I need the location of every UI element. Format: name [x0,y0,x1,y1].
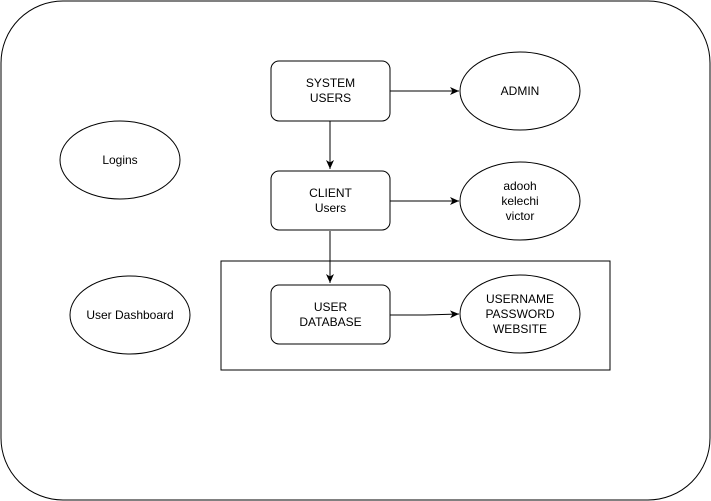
credentials-ellipse[interactable] [459,274,581,354]
system-users-line-1: SYSTEM [305,76,356,90]
user-database-box[interactable] [270,284,391,345]
client-users-line-2: Users [314,200,347,215]
client-name-1: adooh [503,178,537,193]
credentials-line-2: PASSWORD [485,306,555,321]
user-database-line-2: DATABASE [299,314,362,329]
admin-line-1: ADMIN [500,83,540,98]
user-database-label: USER DATABASE [271,285,390,344]
client-name-3: victor [505,208,535,223]
credentials-line-1: USERNAME [485,291,554,306]
client-names-label: adooh kelechi victor [460,162,580,240]
logins-label: Logins [60,121,180,199]
logins-line-1: Logins [102,152,138,167]
client-name-2: kelechi [501,193,539,208]
user-database-line-1: USER [313,299,348,314]
system-users-line-2: USERS [309,91,352,105]
user-dashboard-label: User Dashboard [70,276,190,354]
client-users-line-1: CLIENT [309,185,352,200]
admin-label: ADMIN [460,52,580,130]
admin-ellipse[interactable] [459,51,581,131]
system-users-box[interactable] [270,60,391,122]
client-users-label: CLIENT Users [271,171,390,230]
client-users-box[interactable] [270,170,391,231]
database-group-frame [220,260,611,371]
credentials-label: USERNAME PASSWORD WEBSITE [460,275,580,353]
logins-ellipse[interactable] [59,120,181,200]
user-dashboard-line-1: User Dashboard [86,307,174,322]
edge-database-to-credentials [390,310,460,319]
system-users-label: SYSTEM USERS [271,61,390,121]
client-names-ellipse[interactable] [459,161,581,241]
credentials-line-3: WEBSITE [492,321,547,336]
user-dashboard-ellipse[interactable] [69,275,191,355]
